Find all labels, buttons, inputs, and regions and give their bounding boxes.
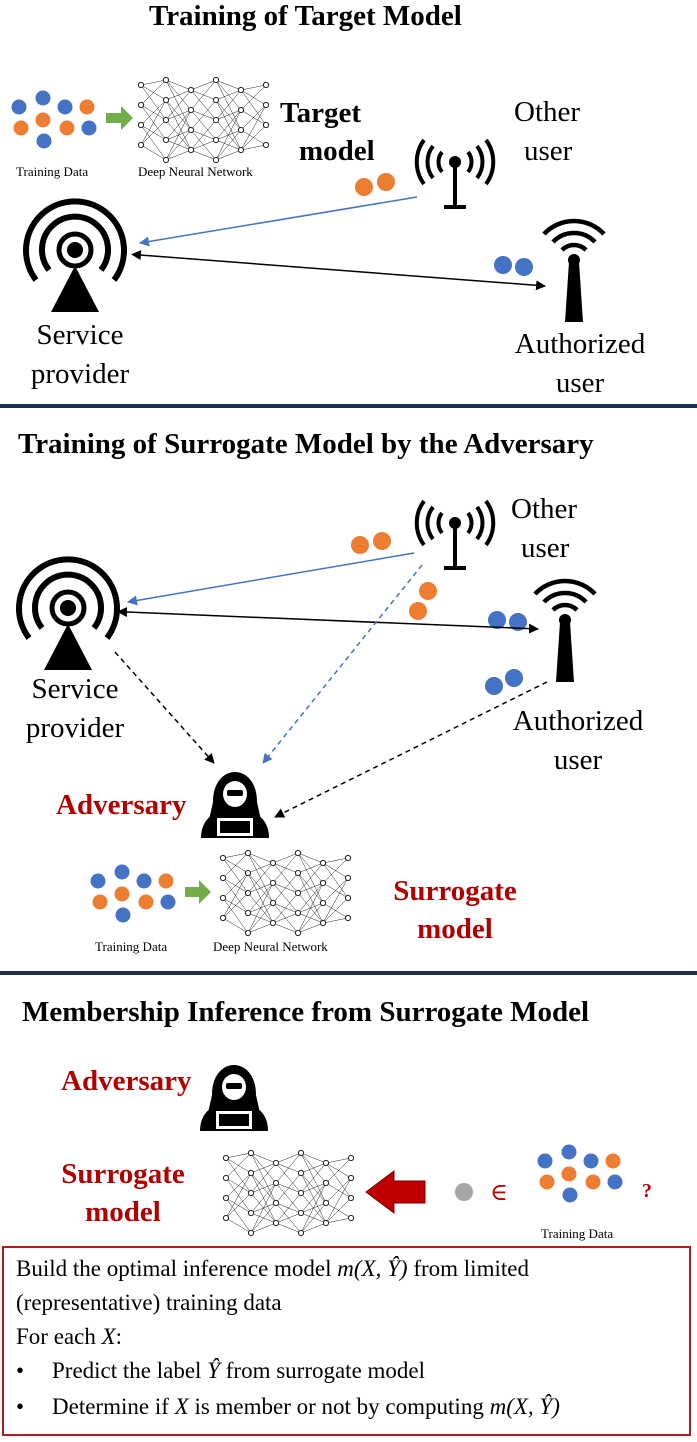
section1-title: Training of Target Model: [149, 0, 462, 32]
antenna-icon-other-user-2: [414, 499, 496, 570]
dnn-label-1: Deep Neural Network: [138, 164, 253, 179]
box-line-1-text: Build the optimal inference model: [16, 1256, 338, 1281]
broadcast-icon-service-provider-2: [19, 559, 117, 670]
hacker-icon-3: [200, 1065, 268, 1131]
authorized-user-label-2-line1: Authorized: [512, 705, 644, 737]
target-model-label-line1: Target: [280, 97, 362, 129]
bullet-1-b: from surrogate model: [220, 1358, 426, 1383]
surrogate-model-label-2-line1: Surrogate: [393, 875, 517, 907]
service-provider-label-1-line1: Service: [36, 319, 124, 351]
arrow-other-to-adversary-dashed: [262, 564, 423, 764]
other-user-label-2-line1: Other: [511, 493, 578, 525]
gray-query-dot: [455, 1183, 473, 1201]
green-arrow-icon-2: [185, 880, 211, 904]
authorized-user-label-1-line2: user: [555, 367, 605, 399]
orange-dots-2a: [351, 532, 391, 554]
box-line-3-text: For each: [16, 1324, 102, 1349]
bullet-2: •: [16, 1394, 25, 1419]
authorized-user-label-1-line1: Authorized: [514, 328, 646, 360]
arrow-other-to-provider-1: [139, 196, 418, 247]
blue-dots-2b: [485, 669, 523, 695]
training-data-dots-2: [90, 864, 176, 923]
section-divider-2: [0, 971, 697, 975]
question-mark: ?: [642, 1180, 652, 1202]
neural-network-icon-2: [219, 849, 352, 937]
section2-title: Training of Surrogate Model by the Adver…: [18, 428, 594, 460]
antenna-icon-other-user-1: [414, 138, 496, 209]
bullet-1-y: Ŷ: [207, 1358, 220, 1383]
other-user-label-1-line2: user: [524, 135, 573, 167]
wifi-tower-icon-authorized-user-1: [544, 221, 604, 322]
bullet-1: •: [16, 1358, 25, 1383]
blue-dots-1: [494, 256, 533, 276]
box-line-1: Build the optimal inference model m(X, Ŷ…: [16, 1256, 529, 1282]
service-provider-label-2-line1: Service: [31, 673, 119, 705]
training-data-dots-1: [11, 90, 97, 149]
training-data-label-2: Training Data: [95, 939, 168, 954]
arrow-provider-authorized-2: [117, 607, 539, 634]
arrow-provider-to-adversary-dashed: [114, 651, 215, 764]
bullet-2-m: m: [489, 1394, 507, 1419]
box-line-2: (representative) training data: [16, 1290, 282, 1315]
authorized-user-label-2-line2: user: [553, 744, 603, 776]
broadcast-icon-service-provider-1: [26, 201, 124, 312]
surrogate-model-label-3-line1: Surrogate: [61, 1158, 185, 1190]
orange-dots-2b: [409, 582, 437, 620]
inference-procedure-box: Build the optimal inference model m(X, Ŷ…: [2, 1246, 691, 1436]
box-line-3-x: X: [101, 1324, 116, 1349]
green-arrow-icon-1: [106, 106, 133, 130]
section3-title: Membership Inference from Surrogate Mode…: [22, 996, 590, 1028]
box-line-3: For each X:: [16, 1324, 122, 1350]
target-model-label-line2: model: [299, 135, 375, 167]
section-divider-1: [0, 404, 697, 408]
box-line-1-m: m: [337, 1256, 354, 1281]
other-user-label-2-line2: user: [521, 532, 570, 564]
box-line-1-tail: from limited: [407, 1256, 529, 1281]
other-user-label-1-line1: Other: [514, 96, 581, 128]
arrow-provider-authorized-1: [131, 250, 546, 291]
bullet-2-b: is member or not by computing: [188, 1394, 490, 1419]
service-provider-label-2-line2: provider: [25, 712, 125, 744]
bullet-2-x: X: [174, 1394, 189, 1419]
element-of-symbol: ∈: [490, 1180, 508, 1206]
adversary-label-2: Adversary: [56, 789, 187, 821]
bullet-2-args: (X, Ŷ): [506, 1394, 560, 1419]
bullet-2-a: Determine if: [52, 1394, 175, 1419]
bullet-1-text: Predict the label Ŷ from surrogate model: [52, 1358, 425, 1384]
box-line-1-args: (X, Ŷ): [353, 1256, 408, 1281]
surrogate-model-label-2-line2: model: [417, 913, 493, 945]
orange-dots-1: [355, 173, 395, 196]
box-line-3-colon: :: [115, 1324, 123, 1349]
training-data-label-1: Training Data: [16, 164, 89, 179]
dnn-label-2: Deep Neural Network: [213, 939, 328, 954]
training-data-dots-3: [537, 1144, 623, 1203]
adversary-label-3: Adversary: [61, 1065, 192, 1097]
arrow-authorized-to-adversary-dashed: [274, 681, 548, 818]
wifi-tower-icon-authorized-user-2: [535, 581, 595, 682]
training-data-label-3: Training Data: [541, 1226, 614, 1241]
bullet-2-text: Determine if X is member or not by compu…: [52, 1394, 560, 1420]
neural-network-icon-3: [222, 1149, 355, 1237]
surrogate-model-label-3-line2: model: [85, 1196, 161, 1228]
service-provider-label-1-line2: provider: [30, 358, 130, 390]
hacker-icon-2: [201, 772, 269, 838]
red-arrow-icon: [365, 1170, 426, 1214]
neural-network-icon-1: [137, 76, 270, 164]
bullet-1-a: Predict the label: [52, 1358, 208, 1383]
arrow-other-to-provider-2: [127, 552, 415, 606]
